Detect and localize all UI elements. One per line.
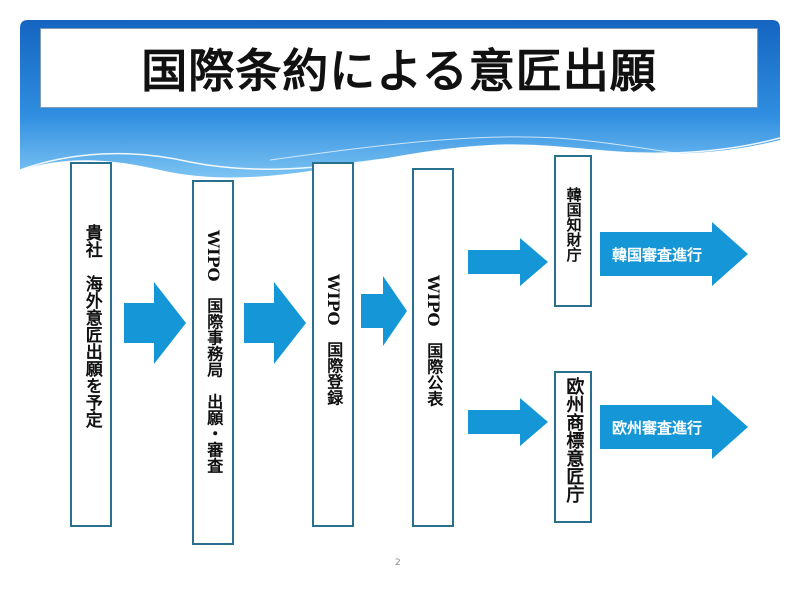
step-applicant-box: 貴社 海外意匠出願を予定 [70, 162, 112, 527]
page-number: 2 [395, 558, 401, 568]
step-wipo-registration-box: WIPO 国際登録 [312, 162, 354, 527]
step-korea-office-label: 韓国知財庁 [564, 187, 583, 262]
outcome-korea-arrow-icon [600, 222, 748, 286]
outcome-eu-arrow-icon [600, 395, 748, 459]
arrow-applicant-to-wipo-icon [124, 282, 186, 364]
step-wipo-office-box: WIPO 国際事務局 出願・審査 [192, 180, 234, 545]
step-eu-office-box: 欧州商標意匠庁 [554, 371, 592, 523]
step-applicant-label: 貴社 海外意匠出願を予定 [81, 224, 102, 428]
step-wipo-publication-label: WIPO 国際公表 [424, 275, 444, 407]
arrow-registration-to-publication-icon [361, 276, 407, 346]
step-korea-office-box: 韓国知財庁 [554, 155, 592, 307]
page-title: 国際条約による意匠出願 [141, 44, 657, 98]
title-box: 国際条約による意匠出願 [40, 28, 758, 108]
outcome-eu-label: 欧州審査進行 [612, 419, 703, 437]
step-wipo-publication-box: WIPO 国際公表 [412, 168, 454, 527]
step-wipo-office-label: WIPO 国際事務局 出願・審査 [204, 230, 224, 474]
arrow-wipo-to-registration-icon [244, 282, 306, 364]
outcome-korea-label: 韓国審査進行 [612, 246, 703, 264]
step-wipo-registration-label: WIPO 国際登録 [324, 274, 344, 406]
arrow-publication-to-korea-icon [468, 238, 548, 286]
arrow-publication-to-eu-icon [468, 398, 548, 446]
step-eu-office-label: 欧州商標意匠庁 [563, 377, 585, 503]
